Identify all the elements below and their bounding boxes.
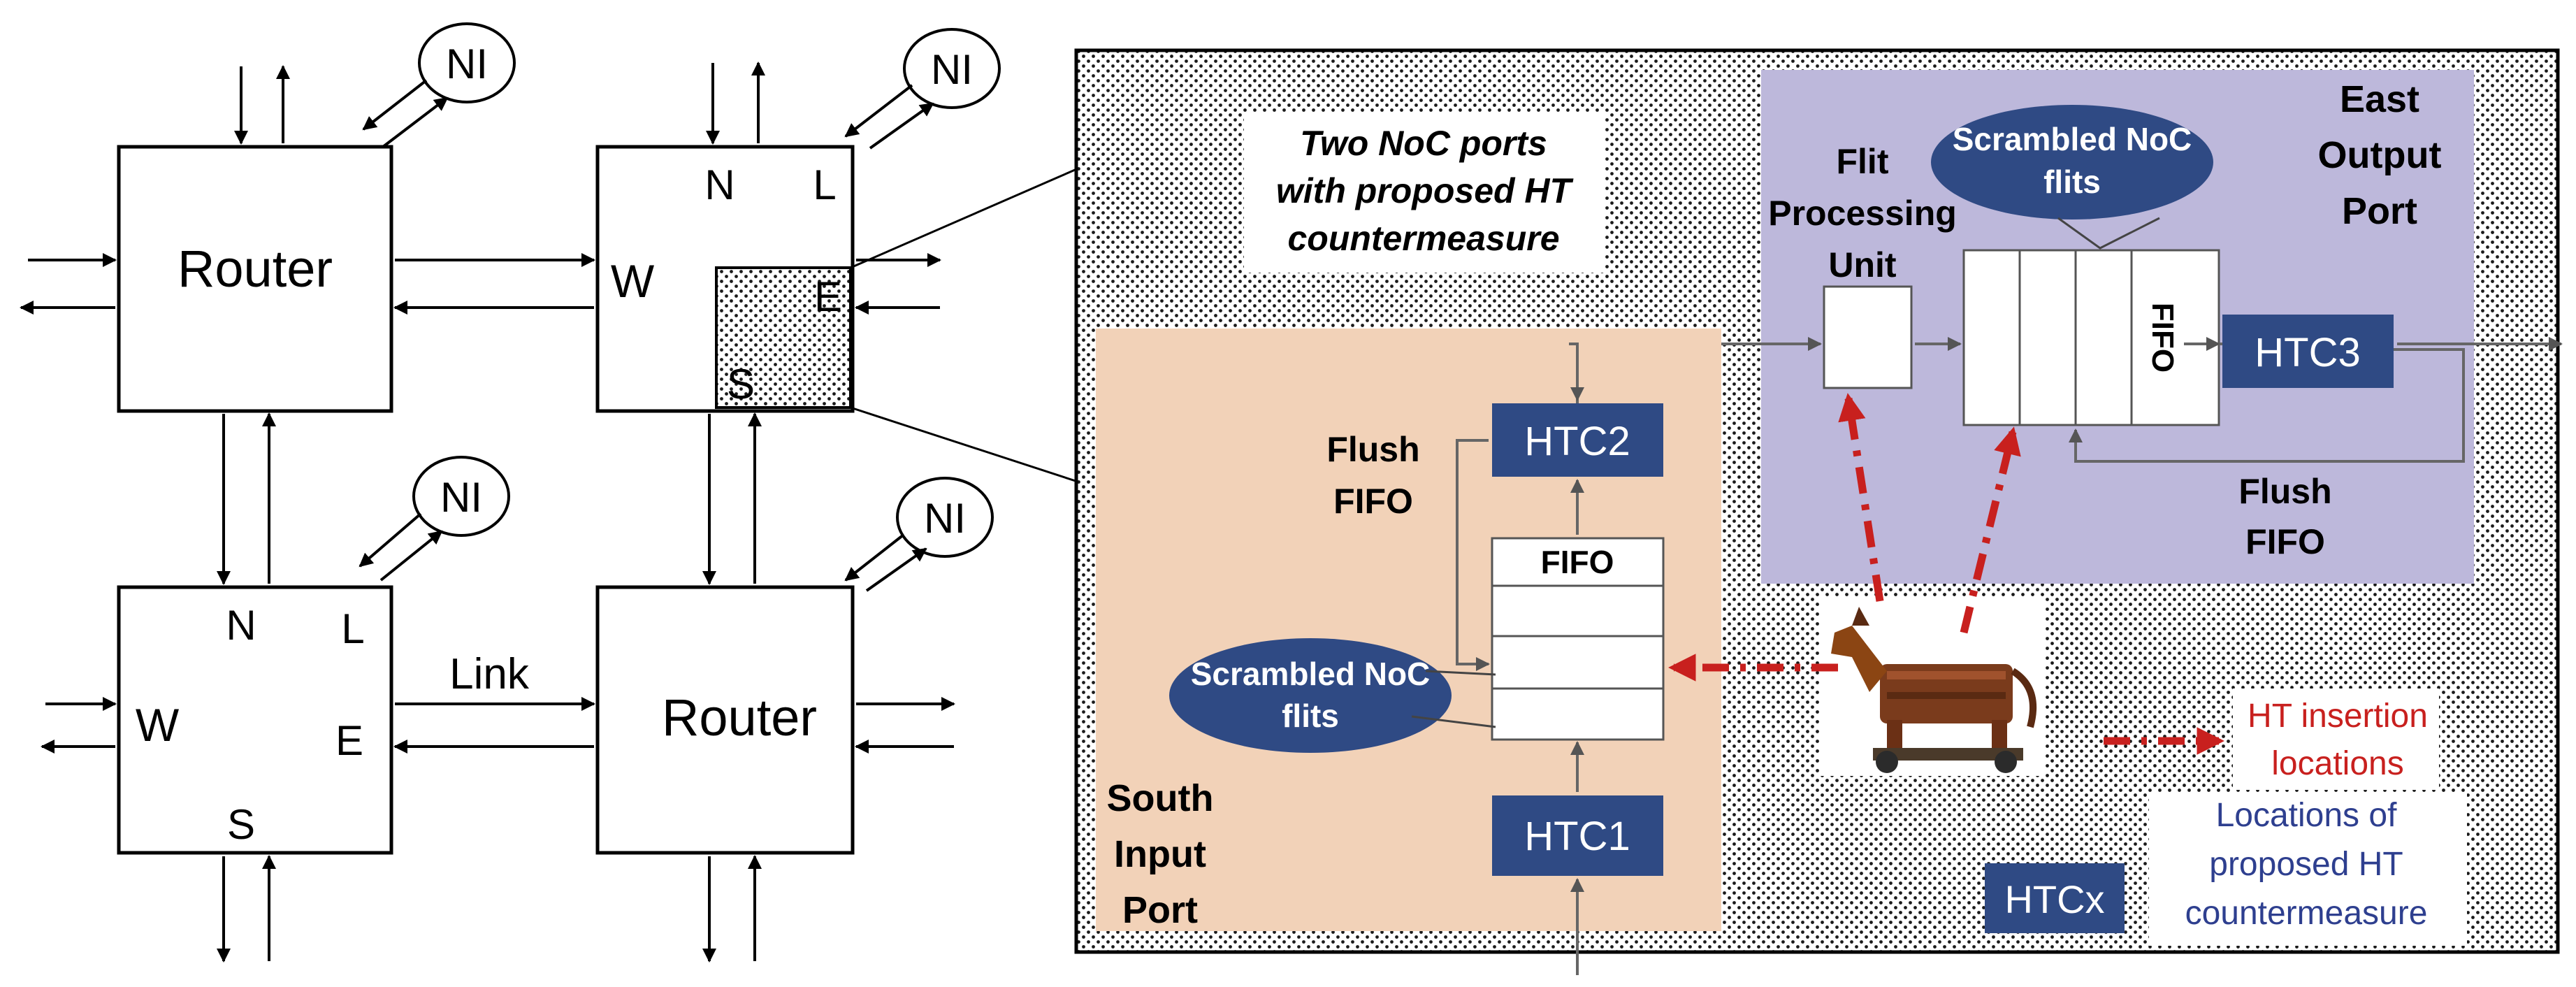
fpu-line-3: Unit [1828,245,1897,284]
east-port-line-2: Output [2318,134,2442,176]
callout-line-3: countermeasure [1287,219,1559,258]
ni-top-left-label: NI [446,41,488,87]
zoom-panel: Two NoC ports with proposed HT counterme… [1074,48,2563,975]
legend-htcx-box [1985,863,2125,933]
zoom-region [715,266,852,409]
legend-htcx-label: HTCx [2004,877,2104,921]
flit-processing-unit-box [1823,285,1913,389]
ni-top-left [418,22,516,103]
ni-top-right-label: NI [931,46,973,93]
horizontal-links [20,253,955,754]
east-scrambled-flits-bubble [1931,105,2213,219]
east-bubble-pointer [2057,217,2160,250]
east-scrambled-line-2: flits [2043,164,2101,200]
fpu-line-1: Flit [1837,142,1889,181]
south-fifo-label: FIFO [1541,544,1614,580]
legend-ht-line-2: locations [2271,745,2403,782]
legend-ht-line-1: HT insertion [2248,698,2428,735]
south-flush-line-1: Flush [1326,430,1419,469]
tr-port-l: L [813,161,836,208]
ni-bottom-left-label: NI [440,474,482,521]
east-port-line-1: East [2340,78,2419,120]
callout-line-2: with proposed HT [1276,171,1575,210]
callout-box [1244,112,1604,273]
noc-mesh: Router N L W E S N L W E S Router NI NI … [20,22,1001,963]
south-port-line-3: Port [1122,889,1198,931]
router-top-left-label: Router [178,240,333,298]
legend-cm-line-3: countermeasure [2185,895,2428,932]
east-flush-line-2: FIFO [2245,522,2325,561]
callout-line-1: Two NoC ports [1300,124,1547,163]
htc1-label: HTC1 [1524,814,1630,859]
router-bottom-right-label: Router [662,689,817,747]
link-label: Link [449,650,530,698]
ni-bottom-right [896,477,994,558]
ni-bottom-right-label: NI [924,495,966,542]
tr-port-e: E [814,273,842,320]
htc3-label: HTC3 [2255,330,2360,375]
bl-port-s: S [227,801,255,848]
ni-links [359,79,934,592]
vertical-links [217,62,765,963]
east-fifo: FIFO [1962,249,2220,426]
tr-port-w: W [611,255,655,307]
south-flush-line-2: FIFO [1333,482,1413,521]
legend-cm-line-1: Locations of [2216,797,2398,834]
htc2-label: HTC2 [1524,419,1630,464]
east-fifo-label: FIFO [2146,303,2180,373]
fpu-line-2: Processing [1768,194,1957,233]
south-port-line-1: South [1107,777,1214,819]
south-port-line-2: Input [1114,833,1206,875]
tr-port-s: S [727,361,755,408]
tr-port-n: N [704,161,735,208]
east-port-line-3: Port [2342,190,2417,232]
ht-insertion-arrows [1668,393,2224,755]
south-fifo: FIFO [1491,537,1665,741]
south-bubble-pointer-2 [1425,670,1496,676]
south-bubble-pointer [1411,715,1496,728]
router-bottom-left [117,585,393,855]
htc3-box [2222,315,2394,388]
south-scrambled-line-2: flits [1282,698,1339,734]
legend-cm-box [2149,793,2467,946]
south-scrambled-flits-bubble [1169,638,1452,753]
ni-top-right [903,28,1001,109]
ni-bottom-left [412,456,510,537]
htc1-box [1492,795,1663,876]
router-bottom-right [595,585,855,855]
south-datapath [1456,343,1584,975]
router-top-left [117,145,393,413]
bl-port-w: W [136,699,180,751]
legend-cm-line-2: proposed HT [2209,846,2403,883]
south-scrambled-line-1: Scrambled NoC [1191,656,1431,692]
bl-port-n: N [226,602,256,649]
trojan-horse-image [1821,598,2044,776]
bl-port-l: L [341,605,364,652]
legend-ht-box [2233,689,2439,790]
zoom-lines [850,166,1080,484]
east-scrambled-line-1: Scrambled NoC [1953,121,2192,157]
east-flush-line-1: Flush [2238,472,2331,511]
bl-port-e: E [335,717,363,764]
htc2-box [1492,403,1663,477]
